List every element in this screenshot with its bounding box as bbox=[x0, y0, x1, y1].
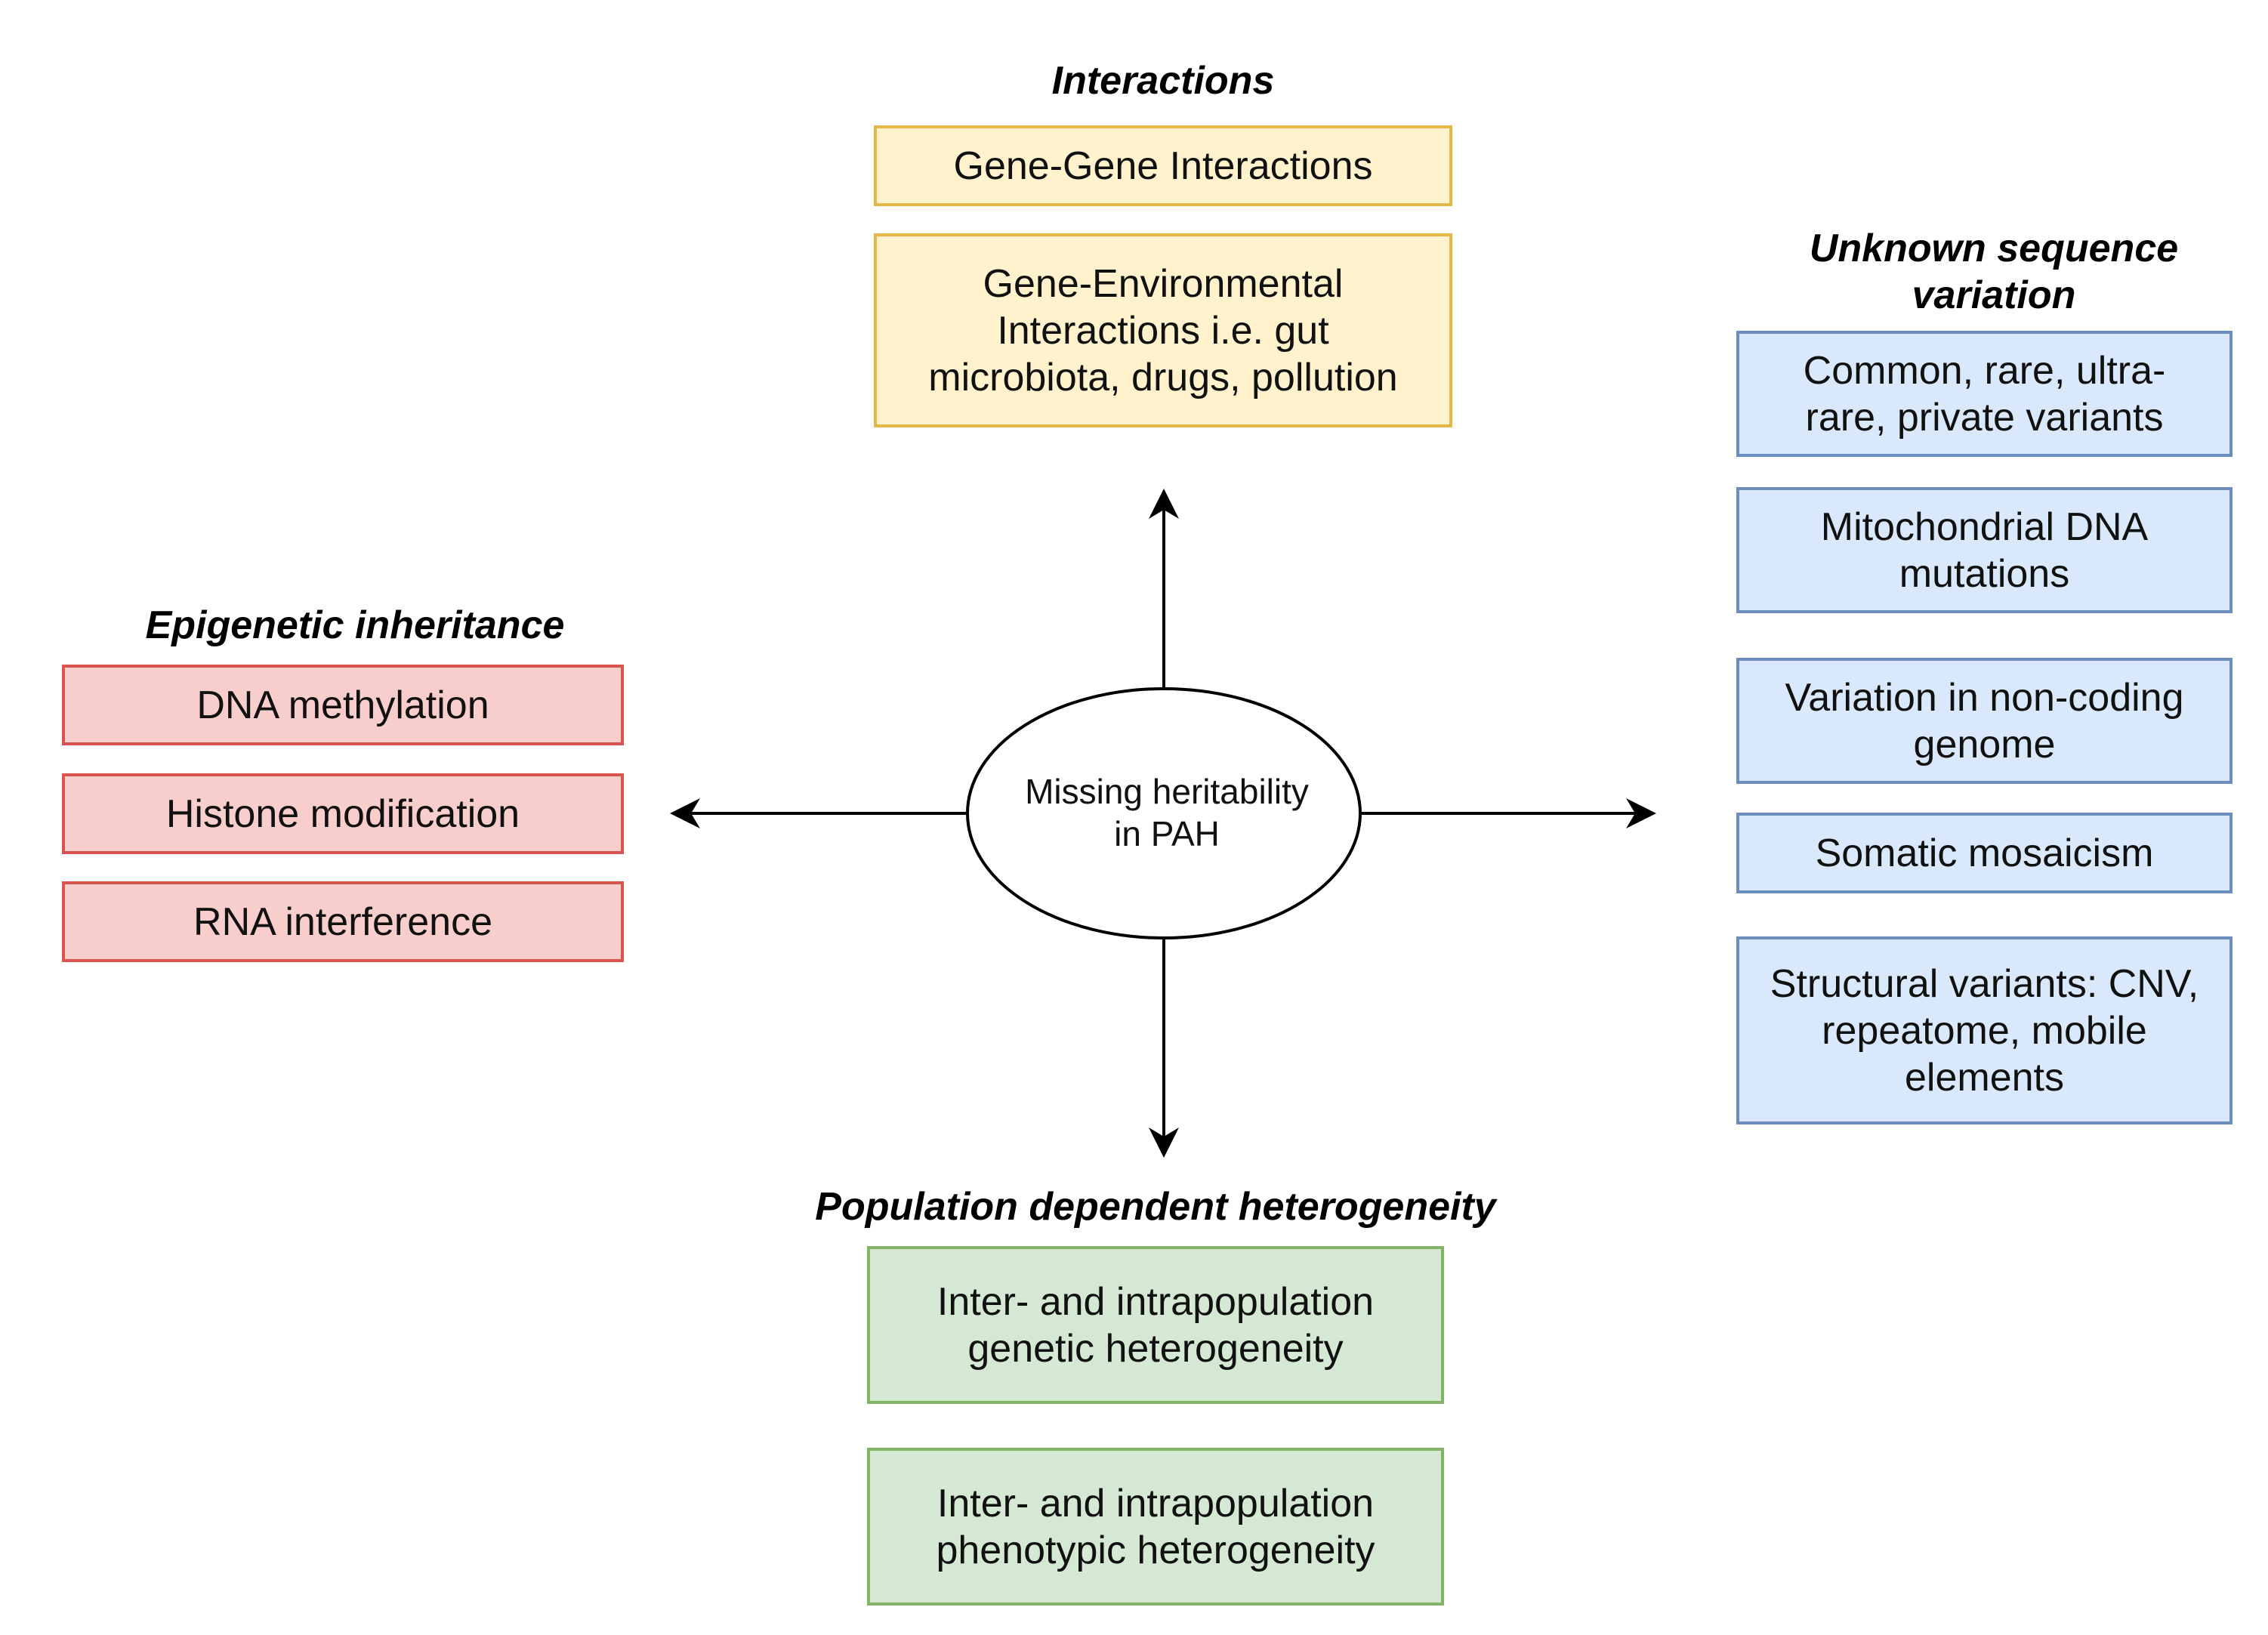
somatic-mosaicism-box: Somatic mosaicism bbox=[1736, 813, 2233, 893]
center-ellipse bbox=[966, 687, 1362, 939]
unknown-sequence-heading-line1: Unknown sequence bbox=[1809, 227, 2179, 270]
center-label-line1: Missing heritability bbox=[1025, 772, 1309, 811]
unknown-sequence-heading-line2: variation bbox=[1912, 273, 2076, 317]
gene-environmental-interactions-box: Gene-Environmental Interactions i.e. gut… bbox=[874, 233, 1452, 427]
common-rare-variants-box: Common, rare, ultra-rare, private varian… bbox=[1736, 331, 2233, 457]
unknown-sequence-heading: Unknown sequence variation bbox=[1737, 225, 2251, 319]
epigenetic-heading: Epigenetic inheritance bbox=[145, 603, 565, 647]
dna-methylation-box: DNA methylation bbox=[62, 665, 624, 745]
histone-modification-box: Histone modification bbox=[62, 773, 624, 854]
non-coding-genome-box: Variation in non-coding genome bbox=[1736, 658, 2233, 784]
rna-interference-box: RNA interference bbox=[62, 881, 624, 962]
population-heading: Population dependent heterogeneity bbox=[815, 1185, 1496, 1229]
structural-variants-box: Structural variants: CNV, repeatome, mob… bbox=[1736, 936, 2233, 1124]
center-label-line2: in PAH bbox=[1114, 814, 1220, 853]
gene-gene-interactions-box: Gene-Gene Interactions bbox=[874, 125, 1452, 206]
mitochondrial-dna-box: Mitochondrial DNA mutations bbox=[1736, 487, 2233, 613]
genetic-heterogeneity-box: Inter- and intrapopulation genetic heter… bbox=[867, 1246, 1444, 1404]
center-label: Missing heritability in PAH bbox=[970, 770, 1363, 855]
phenotypic-heterogeneity-box: Inter- and intrapopulation phenotypic he… bbox=[867, 1448, 1444, 1606]
interactions-heading: Interactions bbox=[1051, 59, 1275, 103]
